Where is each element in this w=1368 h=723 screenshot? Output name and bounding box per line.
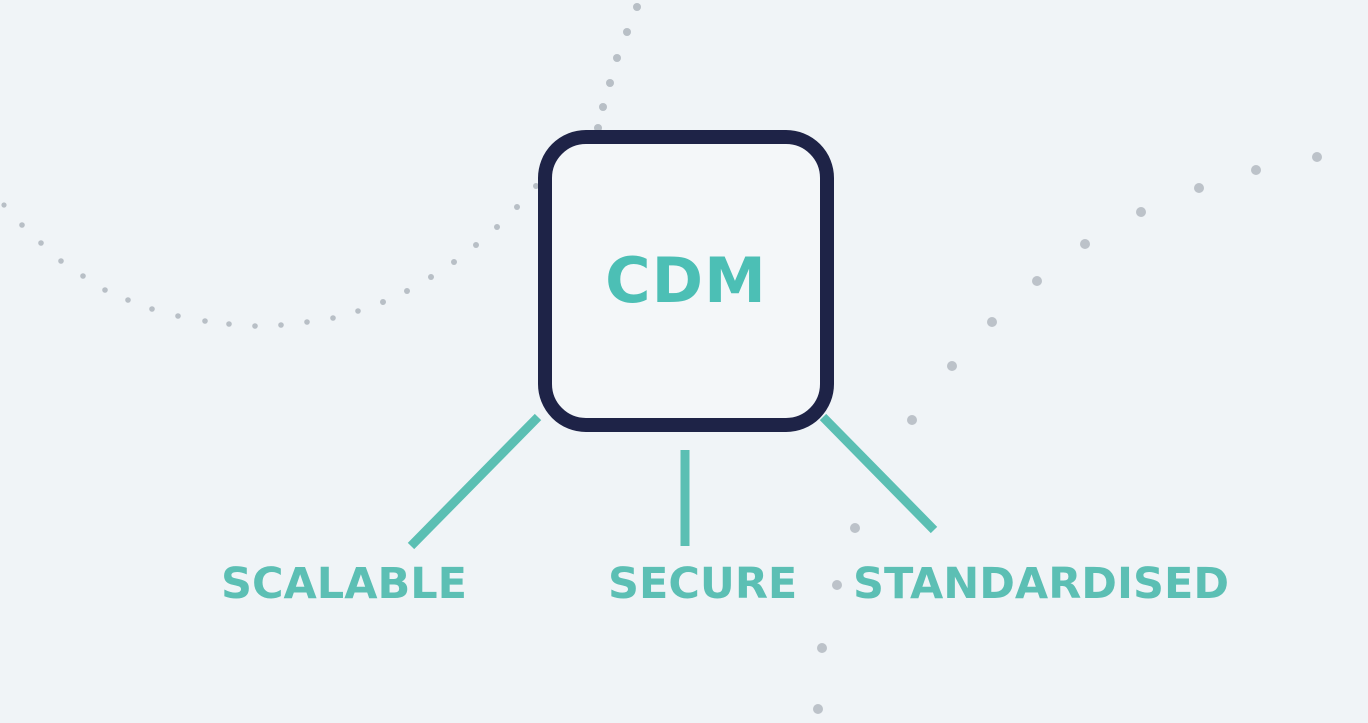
dot-left-arc bbox=[533, 183, 539, 189]
connector-line-scalable bbox=[407, 413, 542, 550]
dot-right-arc bbox=[813, 704, 823, 714]
dot-left-arc bbox=[428, 274, 434, 280]
dot-right-arc bbox=[1080, 239, 1090, 249]
dot-left-arc bbox=[252, 323, 258, 329]
dot-left-arc bbox=[102, 287, 108, 293]
dot-left-arc bbox=[58, 258, 64, 264]
dot-left-arc bbox=[125, 297, 131, 303]
dot-right-arc bbox=[1032, 276, 1042, 286]
connector-line-standardised bbox=[819, 413, 938, 534]
dot-right-arc bbox=[817, 643, 827, 653]
dot-left-arc bbox=[473, 242, 479, 248]
dot-left-arc bbox=[494, 224, 500, 230]
dot-right-arc bbox=[1136, 207, 1146, 217]
dot-left-arc bbox=[514, 204, 520, 210]
dot-right-arc bbox=[850, 523, 860, 533]
dot-left-arc bbox=[38, 240, 44, 246]
dot-top-trail bbox=[613, 54, 621, 62]
dot-right-arc bbox=[1251, 165, 1261, 175]
dot-top-trail bbox=[623, 28, 631, 36]
dot-right-arc bbox=[1312, 152, 1322, 162]
dot-left-arc bbox=[149, 306, 155, 312]
cdm-node-label: CDM bbox=[605, 244, 767, 317]
dot-left-arc bbox=[175, 313, 181, 319]
dot-left-arc bbox=[380, 299, 386, 305]
branch-label-standardised: STANDARDISED bbox=[853, 559, 1230, 609]
dot-left-arc bbox=[404, 288, 410, 294]
dot-top-trail bbox=[633, 3, 641, 11]
branch-label-secure: SECURE bbox=[608, 559, 798, 609]
dot-right-arc bbox=[907, 415, 917, 425]
dot-left-arc bbox=[202, 318, 208, 324]
dot-right-arc bbox=[947, 361, 957, 371]
decorative-dots-group bbox=[1, 3, 1322, 714]
dot-left-arc bbox=[226, 321, 232, 327]
dot-left-arc bbox=[1, 202, 7, 208]
dot-left-arc bbox=[278, 322, 284, 328]
dot-left-arc bbox=[451, 259, 457, 265]
dot-left-arc bbox=[80, 273, 86, 279]
dot-top-trail bbox=[599, 103, 607, 111]
dot-top-trail bbox=[606, 79, 614, 87]
branch-label-scalable: SCALABLE bbox=[221, 559, 468, 609]
dot-left-arc bbox=[330, 315, 336, 321]
dot-left-arc bbox=[355, 308, 361, 314]
dot-left-arc bbox=[304, 319, 310, 325]
connector-lines-group bbox=[407, 413, 938, 550]
dot-right-arc bbox=[987, 317, 997, 327]
dot-left-arc bbox=[19, 222, 25, 228]
dot-right-arc bbox=[832, 580, 842, 590]
cdm-center-node: CDM bbox=[538, 130, 834, 432]
dot-right-arc bbox=[1194, 183, 1204, 193]
